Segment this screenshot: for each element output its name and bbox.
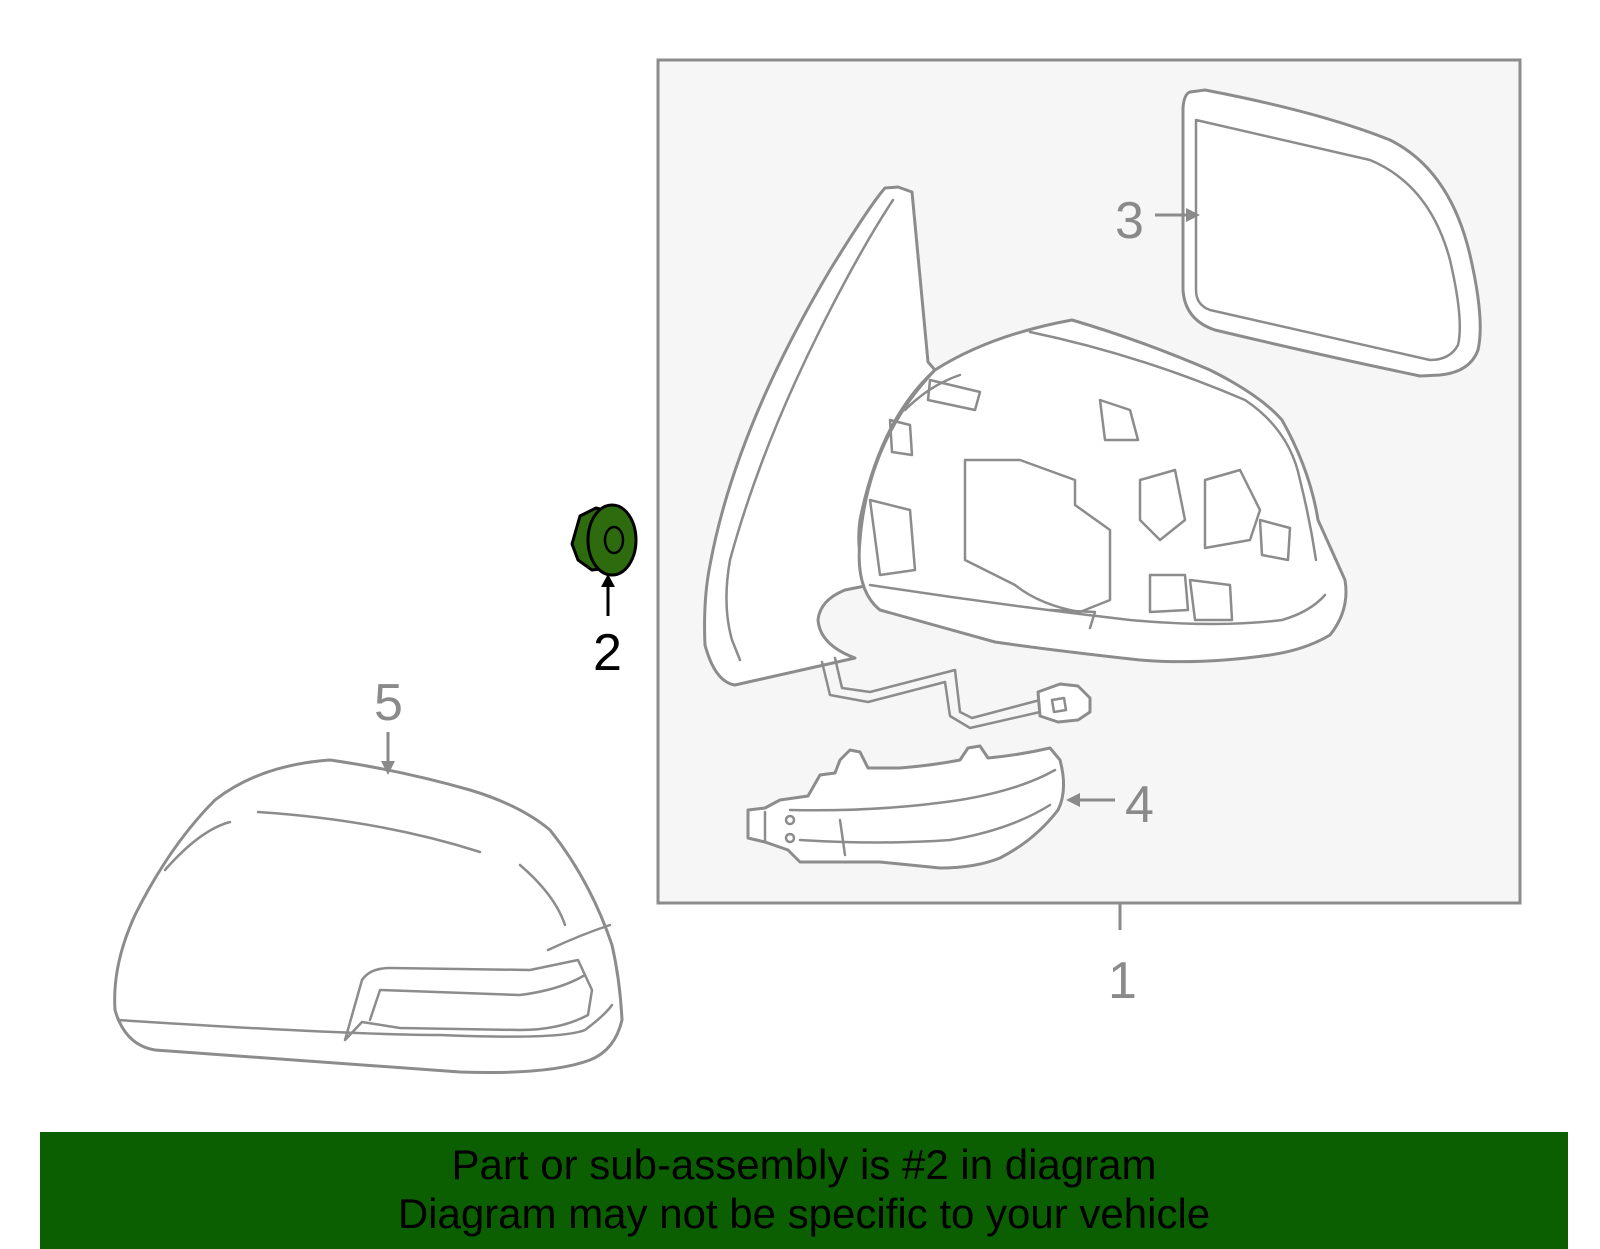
- callout-4: 4: [1125, 776, 1154, 834]
- leader-arrow-3: [1155, 208, 1200, 222]
- nut-part-highlighted[interactable]: [570, 503, 638, 577]
- callout-3: 3: [1115, 192, 1144, 250]
- mirror-glass-part[interactable]: [1181, 88, 1482, 378]
- leader-arrow-4: [1066, 793, 1115, 807]
- banner-line-2: Diagram may not be specific to your vehi…: [397, 1190, 1211, 1237]
- mirror-cover-part[interactable]: [113, 758, 624, 1074]
- turn-signal-lamp-part[interactable]: [746, 744, 1065, 870]
- leader-arrow-5: [381, 732, 395, 775]
- mirror-assembly-part[interactable]: [703, 185, 1348, 730]
- leader-arrow-2: [601, 574, 615, 616]
- callout-1: 1: [1108, 952, 1137, 1010]
- banner-line-1: Part or sub-assembly is #2 in diagram: [451, 1141, 1157, 1188]
- callout-2: 2: [593, 624, 622, 682]
- info-banner: Part or sub-assembly is #2 in diagram Di…: [40, 1132, 1568, 1249]
- callout-5: 5: [374, 674, 403, 732]
